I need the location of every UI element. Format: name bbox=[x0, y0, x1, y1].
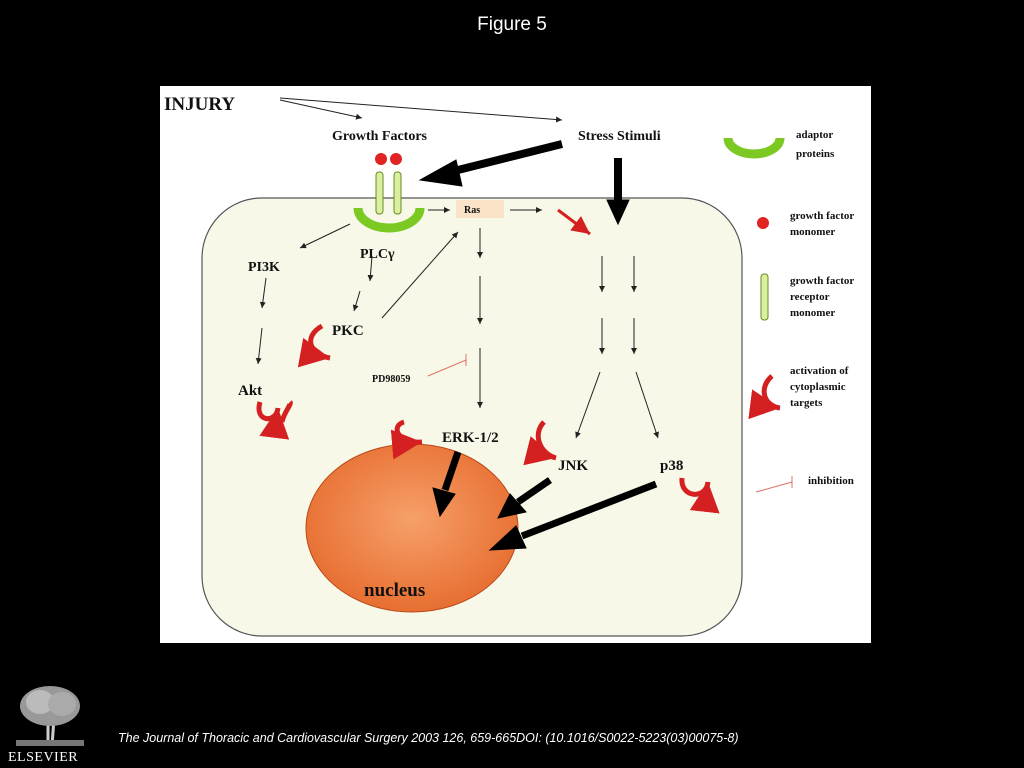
activation-curls bbox=[256, 323, 720, 514]
inhibition-line bbox=[427, 354, 467, 377]
legend-adaptor-line1: adaptor bbox=[796, 129, 833, 141]
legend-activation-icon bbox=[748, 374, 781, 420]
arrow-injury-stress bbox=[279, 97, 563, 123]
label-growth-factors: Growth Factors bbox=[332, 129, 428, 144]
arrow-injury-growth bbox=[279, 99, 363, 120]
elsevier-tree-logo-icon bbox=[10, 682, 90, 748]
legend-activation-line3: targets bbox=[790, 397, 823, 409]
publisher-logo-text: ELSEVIER bbox=[8, 750, 79, 765]
label-p38: p38 bbox=[660, 458, 683, 474]
label-jnk: JNK bbox=[558, 458, 588, 474]
legend-gf-monomer-line2: monomer bbox=[790, 226, 835, 238]
legend-receptor-line3: monomer bbox=[790, 307, 835, 319]
label-stress-stimuli: Stress Stimuli bbox=[578, 129, 661, 144]
legend-receptor-icon bbox=[760, 273, 769, 321]
signaling-diagram: INJURY Growth Factors Stress Stimuli Ras… bbox=[164, 94, 854, 637]
legend-inhibition-icon bbox=[755, 481, 793, 493]
thin-arrows bbox=[255, 207, 659, 439]
label-pkc: PKC bbox=[332, 323, 364, 339]
ras-box bbox=[456, 200, 504, 218]
receptor-complex bbox=[353, 153, 425, 233]
label-akt: Akt bbox=[238, 383, 262, 399]
legend-receptor-line1: growth factor bbox=[790, 275, 854, 287]
label-injury: INJURY bbox=[164, 94, 235, 115]
label-nucleus: nucleus bbox=[364, 580, 425, 601]
label-pi3k: PI3K bbox=[248, 260, 280, 275]
citation-caption: The Journal of Thoracic and Cardiovascul… bbox=[118, 731, 739, 745]
label-erk: ERK-1/2 bbox=[442, 430, 499, 446]
legend-adaptor-line2: proteins bbox=[796, 148, 835, 160]
label-ras: Ras bbox=[464, 205, 480, 216]
label-plc: PLCγ bbox=[360, 247, 395, 262]
legend-inhibition-label: inhibition bbox=[808, 475, 854, 487]
figure-title: Figure 5 bbox=[477, 14, 547, 35]
legend-gf-monomer-line1: growth factor bbox=[790, 210, 854, 222]
legend-activation-line2: cytoplasmic bbox=[790, 381, 846, 393]
ras-stress-arrow bbox=[557, 208, 591, 236]
legend-adaptor-icon bbox=[723, 137, 785, 159]
legend-activation-line1: activation of bbox=[790, 365, 849, 377]
diagram-panel: INJURY Growth Factors Stress Stimuli Ras… bbox=[160, 86, 871, 643]
legend: adaptor proteins growth factor monomer g… bbox=[723, 129, 854, 493]
legend-monomer-icon bbox=[757, 217, 769, 229]
thick-arrows bbox=[418, 140, 658, 551]
legend-receptor-line2: receptor bbox=[790, 291, 830, 303]
label-pd98059: PD98059 bbox=[372, 374, 410, 385]
